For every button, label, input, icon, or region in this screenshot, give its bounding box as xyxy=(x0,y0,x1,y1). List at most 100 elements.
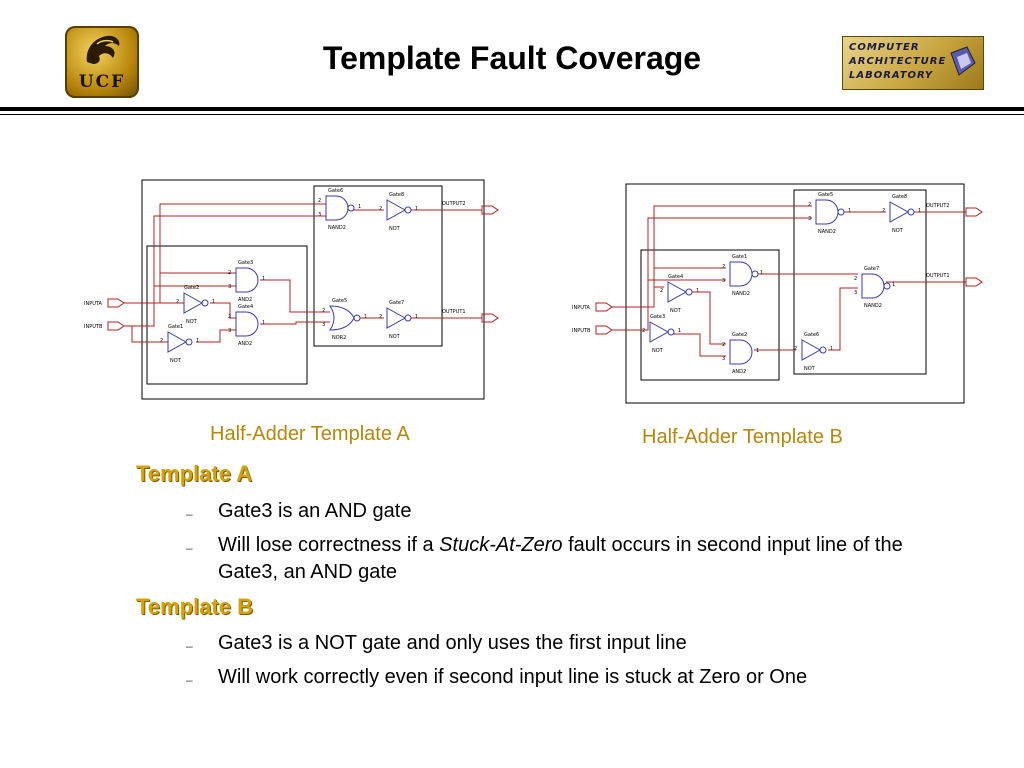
svg-text:2: 2 xyxy=(808,202,811,208)
svg-text:1: 1 xyxy=(756,348,759,354)
svg-text:3: 3 xyxy=(808,216,811,222)
svg-text:Gate6: Gate6 xyxy=(328,188,343,194)
svg-text:Gate5: Gate5 xyxy=(332,298,347,304)
input-block-boundary xyxy=(146,245,308,385)
input-block-boundary xyxy=(640,249,780,381)
template-a-heading: Template A xyxy=(136,461,253,486)
svg-text:INPUTA: INPUTA xyxy=(572,305,591,311)
svg-text:Gate4: Gate4 xyxy=(238,304,253,310)
diagram-b-caption: Half-Adder Template B xyxy=(642,426,843,448)
svg-text:2: 2 xyxy=(660,288,663,294)
ucf-logo: UCF xyxy=(65,26,139,98)
svg-text:2: 2 xyxy=(882,208,885,214)
svg-text:3: 3 xyxy=(228,284,231,290)
svg-text:1: 1 xyxy=(848,208,851,214)
output-terminal-2: OUTPUT2 xyxy=(926,203,983,217)
svg-text:OUTPUT2: OUTPUT2 xyxy=(926,203,950,209)
gate-3-not: Gate3 NOT 2 1 xyxy=(642,314,681,354)
svg-text:1: 1 xyxy=(696,288,699,294)
svg-text:NOT: NOT xyxy=(670,308,682,314)
svg-text:NOR2: NOR2 xyxy=(332,335,346,341)
bullet-text-pre: Will lose correctness if a xyxy=(218,534,440,556)
input-terminal-b: INPUTB xyxy=(572,325,613,335)
svg-text:3: 3 xyxy=(722,356,725,362)
svg-text:NOT: NOT xyxy=(170,358,182,364)
svg-text:Gate7: Gate7 xyxy=(389,300,404,306)
svg-text:3: 3 xyxy=(322,322,325,328)
svg-text:OUTPUT1: OUTPUT1 xyxy=(926,273,950,279)
outer-boundary xyxy=(625,183,965,404)
svg-text:2: 2 xyxy=(379,314,382,320)
svg-text:NAND2: NAND2 xyxy=(818,229,836,235)
svg-text:NOT: NOT xyxy=(389,226,401,232)
svg-text:Gate8: Gate8 xyxy=(389,192,404,198)
svg-text:NOT: NOT xyxy=(389,334,401,340)
input-label: INPUTB xyxy=(84,324,103,330)
svg-text:NAND2: NAND2 xyxy=(732,291,750,297)
svg-text:2: 2 xyxy=(722,342,725,348)
gate-2-and: Gate2 AND2 2 3 1 xyxy=(722,332,759,375)
gate-6-not: Gate6 NOT 2 1 xyxy=(794,332,833,372)
svg-text:Gate5: Gate5 xyxy=(818,192,833,198)
svg-text:Gate2: Gate2 xyxy=(732,332,747,338)
svg-text:1: 1 xyxy=(830,346,833,352)
svg-text:AND2: AND2 xyxy=(238,297,252,303)
output-terminal-2: OUTPUT2 xyxy=(442,201,499,215)
gate-6-nand: Gate6 NAND2 2 3 1 xyxy=(318,188,361,231)
svg-text:1: 1 xyxy=(364,314,367,320)
svg-text:1: 1 xyxy=(415,314,418,320)
svg-text:Gate2: Gate2 xyxy=(184,285,199,291)
template-a-bullet-2: Will lose correctness if a Stuck-At-Zero… xyxy=(218,532,938,586)
svg-text:1: 1 xyxy=(212,299,215,305)
svg-text:INPUTB: INPUTB xyxy=(572,328,591,334)
gate-2-not: Gate2 NOT 2 1 xyxy=(176,285,215,325)
chip-icon xyxy=(950,46,976,76)
svg-text:1: 1 xyxy=(196,338,199,344)
svg-text:1: 1 xyxy=(918,208,921,214)
svg-text:NOT: NOT xyxy=(804,366,816,372)
svg-text:1: 1 xyxy=(760,270,763,276)
svg-text:Gate4: Gate4 xyxy=(668,274,683,280)
output-block-boundary xyxy=(313,185,443,347)
computer-architecture-lab-logo: COMPUTER ARCHITECTURE LABORATORY xyxy=(842,36,984,90)
knight-emblem-icon xyxy=(86,35,120,64)
svg-text:AND2: AND2 xyxy=(238,341,252,347)
bullet-marker: – xyxy=(186,507,193,521)
cal-logo-line-1: COMPUTER xyxy=(849,42,920,53)
input-label: INPUTA xyxy=(84,301,103,307)
header-rule-thin xyxy=(0,114,1024,115)
svg-text:2: 2 xyxy=(160,338,163,344)
half-adder-template-b-diagram: INPUTA INPUTB OUTPUT2 OUTPUT1 Gate5 NAND… xyxy=(572,183,983,404)
svg-text:2: 2 xyxy=(794,346,797,352)
svg-text:AND2: AND2 xyxy=(732,369,746,375)
svg-text:1: 1 xyxy=(262,276,265,282)
bullet-marker: – xyxy=(186,639,193,653)
svg-text:NAND2: NAND2 xyxy=(864,303,882,309)
svg-text:1: 1 xyxy=(892,282,895,288)
svg-text:3: 3 xyxy=(722,278,725,284)
svg-text:2: 2 xyxy=(318,198,321,204)
half-adder-template-a-diagram: INPUTA INPUTB OUTPUT2 OUTPUT1 Gate6 NAND… xyxy=(84,179,499,400)
svg-text:NAND2: NAND2 xyxy=(328,225,346,231)
header-rule xyxy=(0,107,1024,111)
bullet-text-emphasis: Stuck-At-Zero xyxy=(439,534,563,556)
svg-text:Gate3: Gate3 xyxy=(238,260,253,266)
svg-text:2: 2 xyxy=(176,299,179,305)
svg-text:Gate6: Gate6 xyxy=(804,332,819,338)
cal-logo-line-3: LABORATORY xyxy=(849,70,934,81)
output-terminal-1: OUTPUT1 xyxy=(442,309,499,323)
svg-text:Gate3: Gate3 xyxy=(650,314,665,320)
svg-text:NOT: NOT xyxy=(652,348,664,354)
svg-text:OUTPUT2: OUTPUT2 xyxy=(442,201,466,207)
diagram-a-caption: Half-Adder Template A xyxy=(210,423,410,445)
gate-4-not: Gate4 NOT 2 1 xyxy=(660,274,699,314)
outer-boundary xyxy=(141,179,485,400)
input-terminal-a: INPUTA xyxy=(84,298,125,308)
gate-5-nand: Gate5 NAND2 2 3 1 xyxy=(808,192,851,235)
bullet-marker: – xyxy=(186,673,193,687)
svg-text:1: 1 xyxy=(678,328,681,334)
svg-text:NOT: NOT xyxy=(892,228,904,234)
svg-text:1: 1 xyxy=(415,206,418,212)
svg-text:2: 2 xyxy=(322,308,325,314)
gate-7-nand: Gate7 NAND2 2 3 1 xyxy=(854,266,895,309)
